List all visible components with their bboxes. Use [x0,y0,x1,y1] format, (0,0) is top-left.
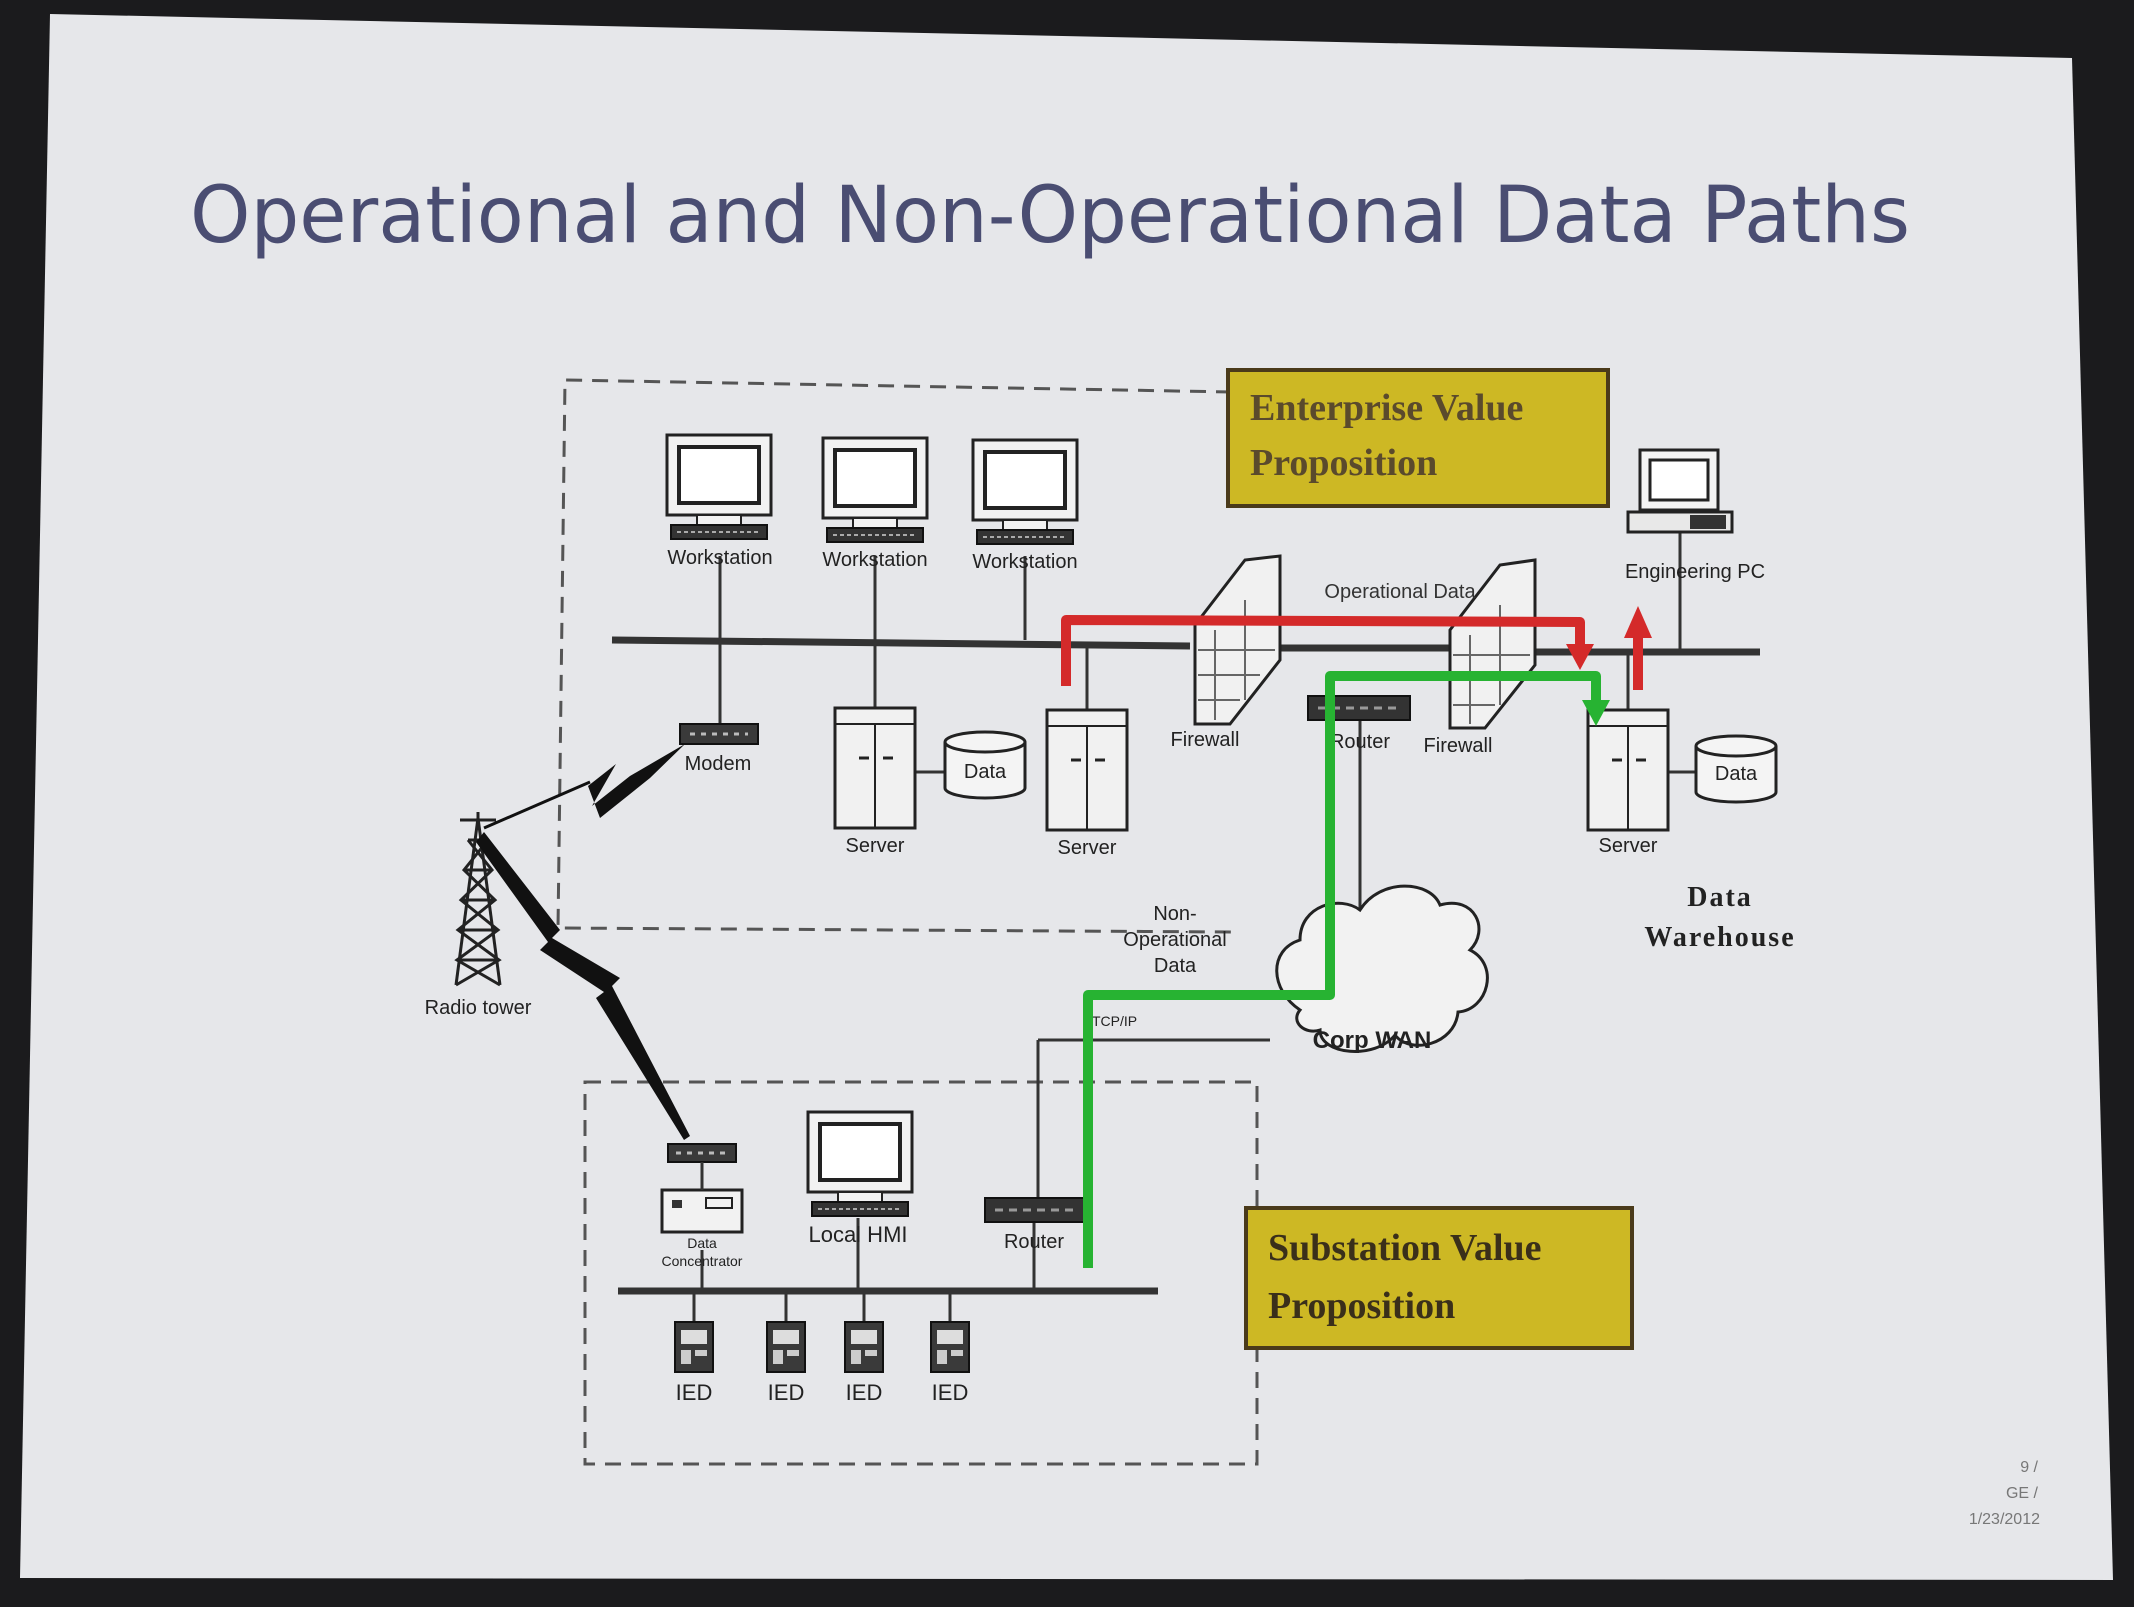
non-operational-label-2: Operational [1123,929,1226,951]
non-operational-data-path [1083,671,1601,1268]
non-operational-label-1: Non- [1153,903,1196,925]
radio-link-upper [483,744,685,830]
warehouse-server: Server [1586,708,1670,857]
ied-4: IED [930,1321,970,1405]
data-concentrator-label-2: Concentrator [662,1253,743,1269]
workstation-1-label: Workstation [667,547,772,569]
ied-2-label: IED [768,1380,805,1405]
firewall-1-label: Firewall [1171,729,1240,751]
control-center-lan [611,636,1191,650]
warehouse-data-store-label: Data [1715,763,1758,785]
server-2: Server [1045,708,1129,859]
substation-drops [692,1218,1036,1322]
ied-2: IED [766,1321,806,1405]
enterprise-callout-line2: Proposition [1250,442,1437,484]
workstation-3-label: Workstation [972,551,1077,573]
ied-1-label: IED [676,1380,713,1405]
footer-line-2: GE / [2006,1485,2039,1502]
firewall-2-label: Firewall [1424,735,1493,757]
router-dmz-label: Router [1330,731,1390,753]
operational-data-label: Operational Data [1324,581,1476,603]
enterprise-value-callout: Enterprise Value Proposition [1226,368,1610,508]
local-hmi: Local HMI [806,1110,914,1247]
engineering-pc-label: Engineering PC [1625,561,1765,583]
substation-callout-line2: Proposition [1268,1285,1455,1327]
warehouse-data-store: Data [1694,734,1778,804]
enterprise-callout-line1: Enterprise Value [1250,387,1523,429]
non-operational-label-3: Data [1154,955,1197,977]
non-operational-arrowhead [1582,700,1610,726]
data-warehouse-label-1: Data [1687,882,1753,913]
radio-tower-label: Radio tower [425,997,532,1019]
server-1-label: Server [846,835,905,857]
firewall-1: Firewall [1171,554,1282,751]
engineering-pc: Engineering PC [1625,448,1765,583]
data-store-1: Data [943,730,1027,800]
workstation-2-label: Workstation [822,549,927,571]
workstation-3: Workstation [971,438,1079,573]
router-substation-label: Router [1004,1231,1064,1253]
modem-label: Modem [685,753,752,775]
slide-title: Operational and Non-Operational Data Pat… [190,171,1910,261]
modem: Modem [679,723,759,775]
substation-value-callout: Substation Value Proposition [1244,1206,1634,1350]
tcp-ip-label: TCP/IP [1092,1013,1137,1029]
server-1: Server [833,706,917,857]
substation-modem [667,1143,737,1163]
workstation-1: Workstation [665,433,773,569]
workstation-2: Workstation [821,436,929,571]
server-2-label: Server [1058,837,1117,859]
operational-data-path [1061,606,1652,690]
ied-3: IED [844,1321,884,1405]
ied-4-label: IED [932,1380,969,1405]
data-store-1-label: Data [964,761,1007,783]
ied-1: IED [674,1321,714,1405]
substation-callout-line1: Substation Value [1268,1227,1542,1269]
data-concentrator-label-1: Data [687,1235,717,1251]
footer-line-3: 1/23/2012 [1969,1511,2040,1528]
control-center-boundary [556,378,1233,934]
footer-line-1: 9 / [2020,1459,2038,1476]
radio-link-lower [476,832,690,1140]
local-hmi-label: Local HMI [808,1222,907,1247]
data-warehouse-label-2: Warehouse [1644,922,1795,953]
corp-wan-label: Corp WAN [1313,1027,1432,1054]
warehouse-server-label: Server [1599,835,1658,857]
ied-3-label: IED [846,1380,883,1405]
data-concentrator: Data Concentrator [660,1162,744,1269]
